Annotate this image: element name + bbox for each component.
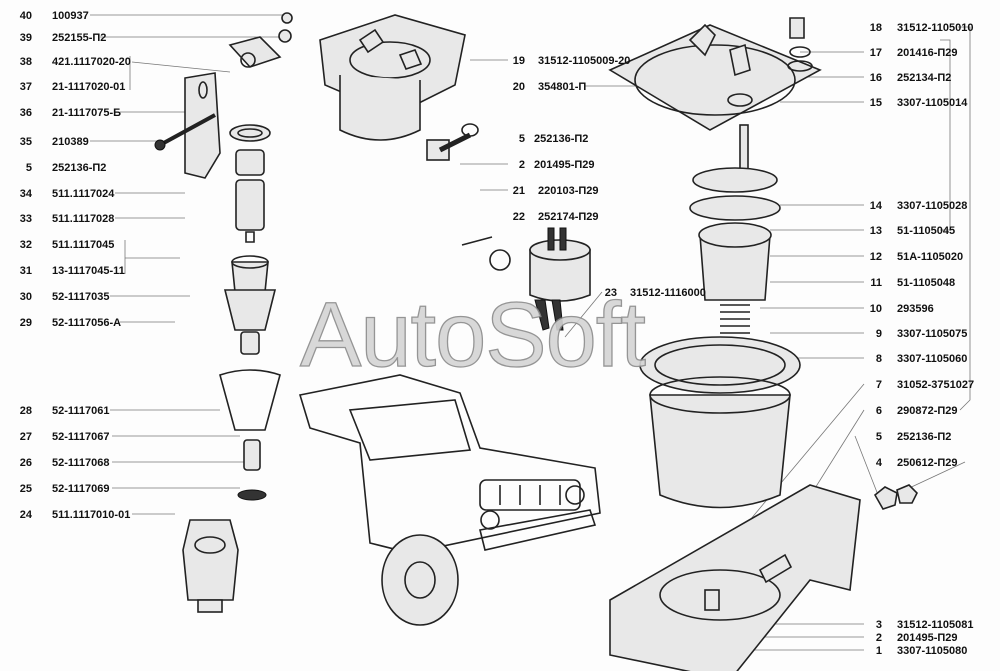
part-number: 293596 (897, 303, 934, 315)
part-number: 511.1117028 (52, 213, 115, 225)
vehicle-outline (298, 374, 601, 626)
callout-number: 24 (19, 509, 32, 521)
callout-number: 1 (875, 645, 882, 657)
part-number: 31512-1105009-20 (538, 55, 631, 67)
callout-number: 4 (875, 457, 882, 469)
sediment-filter-parts (154, 12, 293, 613)
part-number: 31512-1116000 (630, 287, 706, 299)
part-number: 21-1117020-01 (52, 81, 126, 93)
part-number: 220103-П29 (538, 185, 599, 197)
part-number: 250612-П29 (897, 457, 958, 469)
callout-number: 28 (19, 405, 32, 417)
callout-number: 33 (19, 213, 32, 225)
filter-housing-and-valve (319, 14, 591, 331)
callout-number: 16 (869, 72, 882, 84)
callout-number: 6 (875, 405, 882, 417)
callout-number: 15 (869, 97, 882, 109)
callout-number: 39 (19, 32, 32, 44)
callout-number: 30 (19, 291, 32, 303)
part-number: 201495-П29 (897, 632, 958, 644)
part-number: 511.1117045 (52, 239, 115, 251)
part-number: 3307-1105080 (897, 645, 968, 657)
part-number: 3307-1105014 (897, 97, 968, 109)
callout-number: 31 (19, 265, 32, 277)
part-number: 3307-1105075 (897, 328, 968, 340)
callout-number: 3 (875, 619, 882, 631)
callout-number: 5 (875, 431, 882, 443)
callout-number: 7 (875, 379, 882, 391)
callout-number: 38 (19, 56, 32, 68)
callout-number: 5 (25, 162, 32, 174)
callout-number: 40 (19, 10, 32, 22)
part-number: 52-1117068 (52, 457, 110, 469)
callout-number: 14 (869, 200, 882, 212)
callout-number: 36 (19, 107, 32, 119)
part-number: 210389 (52, 136, 89, 148)
part-number: 252136-П2 (534, 133, 589, 145)
watermark: AutoSoft (299, 284, 646, 386)
part-number: 51А-1105020 (897, 251, 964, 263)
part-number: 421.1117020-20 (52, 56, 131, 68)
part-number: 3307-1105060 (897, 353, 968, 365)
callout-number: 17 (869, 47, 882, 59)
part-number: 354801-П (538, 81, 587, 93)
part-number: 290872-П29 (897, 405, 958, 417)
callout-number: 10 (869, 303, 882, 315)
part-number: 100937 (52, 10, 89, 22)
part-number: 51-1105045 (897, 225, 956, 237)
part-number: 52-1117061 (52, 405, 110, 417)
callout-number: 2 (875, 632, 882, 644)
part-number: 52-1117056-А (52, 317, 122, 329)
callout-number: 35 (19, 136, 32, 148)
callout-number: 25 (19, 483, 32, 495)
callout-number: 34 (19, 188, 32, 200)
callout-number: 27 (19, 431, 32, 443)
part-number: 52-1117035 (52, 291, 110, 303)
callout-number: 19 (512, 55, 525, 67)
callout-number: 22 (512, 211, 525, 223)
part-number: 31052-3751027 (897, 379, 975, 391)
callout-number: 8 (875, 353, 882, 365)
part-number: 252134-П2 (897, 72, 952, 84)
callout-number: 29 (19, 317, 32, 329)
callout-number: 18 (869, 22, 882, 34)
part-number: 21-1117075-Б (52, 107, 122, 119)
part-number: 52-1117069 (52, 483, 110, 495)
part-number: 31512-1105081 (897, 619, 974, 631)
callout-number: 23 (604, 287, 617, 299)
callout-number: 21 (512, 185, 525, 197)
part-number: 252136-П2 (897, 431, 952, 443)
callout-number: 9 (875, 328, 882, 340)
callout-number: 37 (19, 81, 32, 93)
part-number: 201495-П29 (534, 159, 595, 171)
callout-number: 26 (19, 457, 32, 469)
callout-number: 5 (518, 133, 525, 145)
leader-lines (90, 14, 971, 651)
callout-number: 13 (869, 225, 882, 237)
callout-number: 2 (518, 159, 525, 171)
part-number: 3307-1105028 (897, 200, 968, 212)
fine-filter-assembly (608, 17, 918, 671)
part-number: 511.1117010-01 (52, 509, 131, 521)
callout-number: 32 (19, 239, 32, 251)
part-number: 31512-1105010 (897, 22, 974, 34)
callout-number: 20 (512, 81, 525, 93)
callout-number: 12 (869, 251, 882, 263)
part-number: 252174-П29 (538, 211, 599, 223)
part-number: 52-1117067 (52, 431, 110, 443)
part-number: 511.1117024 (52, 188, 115, 200)
part-number: 51-1105048 (897, 277, 956, 289)
part-number: 252136-П2 (52, 162, 107, 174)
part-number: 13-1117045-11 (52, 265, 125, 277)
part-number: 201416-П29 (897, 47, 958, 59)
part-number: 252155-П2 (52, 32, 107, 44)
callout-number: 11 (870, 277, 882, 289)
